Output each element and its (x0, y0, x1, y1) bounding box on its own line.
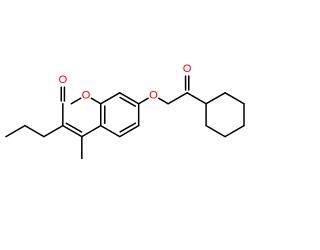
bond-ph-5-6 (205, 124, 226, 138)
bond-c7-ether-o (137, 97, 149, 105)
bond-c6-c5-double (119, 122, 137, 133)
bond-c4a-c4 (81, 124, 102, 138)
bond-propyl-1-2 (24, 124, 45, 138)
bond-ph-2-3 (224, 92, 245, 105)
bond-c4-c3 (62, 124, 83, 138)
atom-labels: O O O O (58, 63, 191, 101)
carbonyl-oxygen-label: O (58, 74, 67, 86)
bond-ketone-c-phenyl (186, 92, 207, 105)
bond-c8-c7 (119, 92, 140, 105)
bond-c6-c5 (119, 124, 140, 138)
bond-ch2-ketone-c (167, 92, 188, 105)
bond-propyl-2-3 (5, 124, 26, 138)
ether-oxygen-label: O (149, 89, 158, 101)
bond-ph-4-5 (224, 124, 245, 138)
bond-ph-1-2 (205, 92, 226, 105)
bond-lines (5, 75, 245, 160)
bond-c8a-c8 (100, 92, 121, 105)
bond-c2-o-ring (70, 97, 82, 105)
ring-oxygen-label: O (82, 89, 91, 101)
chemical-structure: O O O O (5, 63, 245, 160)
bond-c3-propyl-1 (43, 124, 64, 138)
bond-c8-c7-double (119, 96, 137, 107)
bond-c5-c4a (100, 124, 121, 138)
ketone-oxygen-label: O (183, 63, 192, 75)
bond-ether-o-ch2 (158, 97, 169, 105)
bond-c4-c3-double (65, 122, 83, 133)
bond-o-ring-c8a (90, 97, 102, 105)
